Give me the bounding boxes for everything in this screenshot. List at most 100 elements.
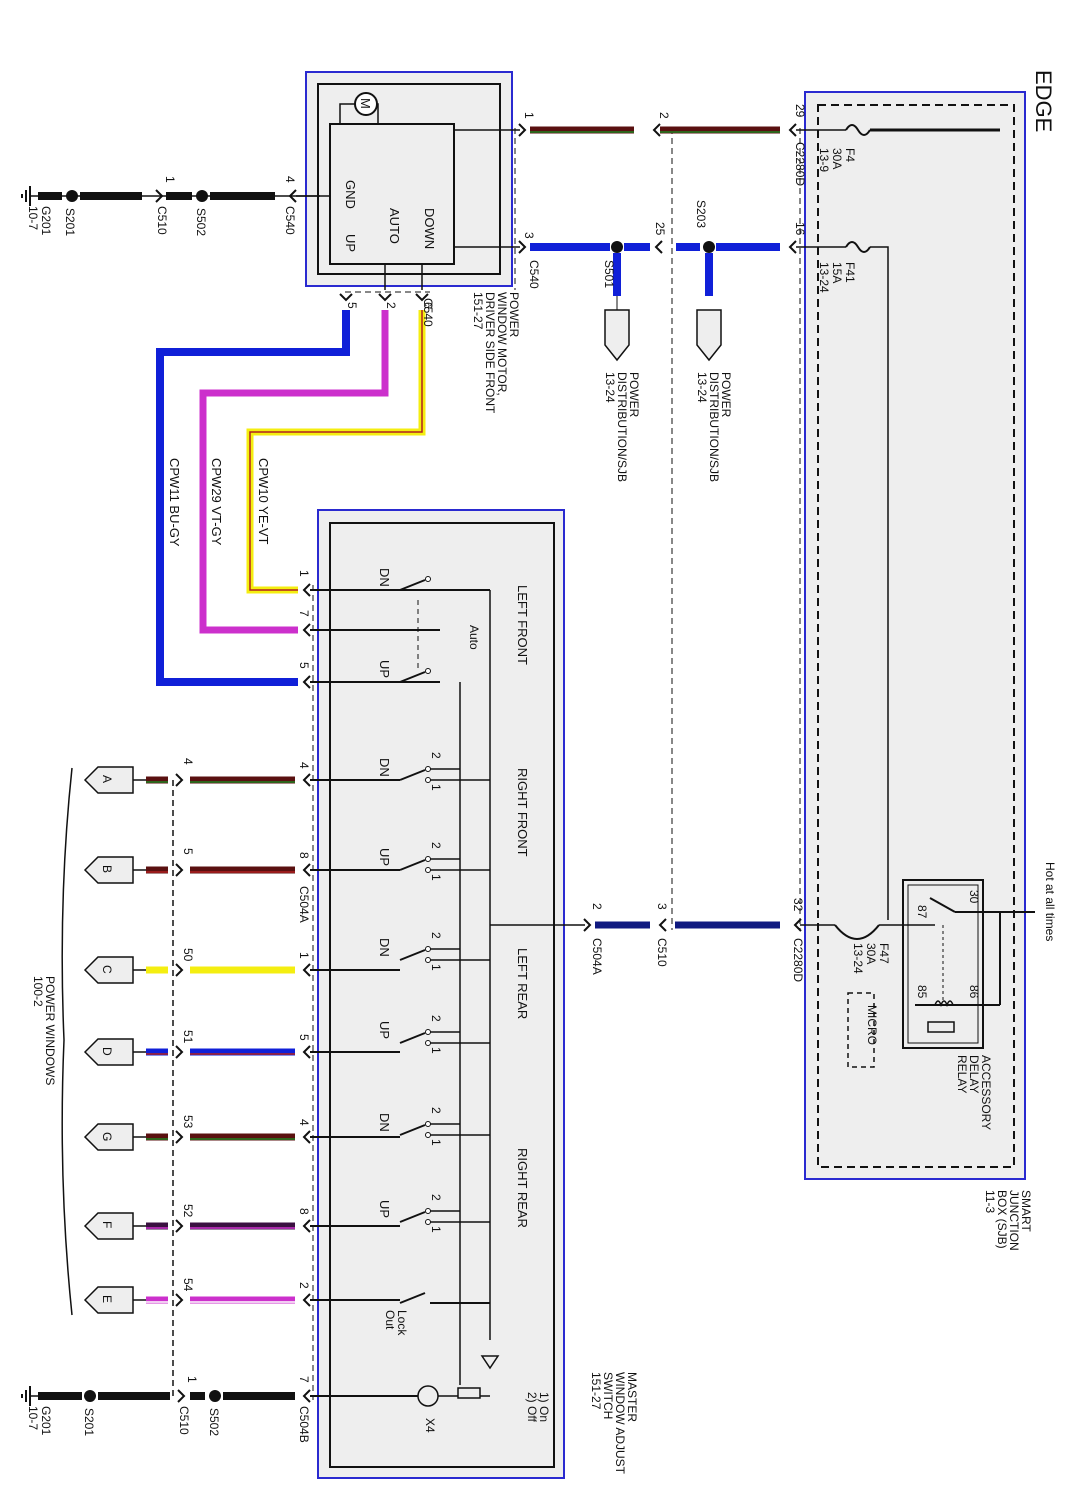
connector-arrow: [378, 293, 392, 302]
connector-arrow: [658, 918, 667, 932]
ground-label: 10-7: [26, 1406, 40, 1430]
connector-arrow: [302, 963, 311, 977]
page-ref-connector-icon: [83, 1286, 134, 1314]
page-ref-connector-icon: [83, 1123, 134, 1151]
pin-label: 7: [297, 610, 311, 617]
pin-label: 1: [185, 1376, 199, 1383]
splice-dot: [209, 1390, 221, 1402]
sjb-name: JUNCTION: [1007, 1190, 1021, 1251]
connector-arrow: [175, 1219, 184, 1233]
power-distribution-label: DISTRIBUTION/SJB: [707, 372, 721, 482]
connector-arrow: [339, 293, 353, 302]
lamp-state-label: 1) On: [537, 1392, 551, 1422]
wires: [21, 126, 1035, 1406]
motor-inner-box: [317, 83, 501, 275]
power-distribution-label: 13-24: [603, 372, 617, 403]
lamp-led-icon: [417, 1385, 439, 1407]
contact-terminal: [425, 946, 431, 952]
connector-arrow: [177, 1389, 186, 1403]
pin-name-gnd: GND: [343, 180, 358, 209]
connector-label: C540: [421, 298, 435, 327]
power-distribution-label: POWER: [719, 372, 733, 418]
power-distribution-label: POWER: [627, 372, 641, 418]
wire-cpw29-label: CPW29 VT-GY: [209, 458, 224, 546]
connector-arrow: [415, 293, 429, 302]
master-switch-name: MASTER: [625, 1372, 639, 1422]
splice-label: S203: [694, 200, 708, 228]
master-switch-box: [317, 509, 565, 1479]
switch-direction-label: UP: [377, 660, 392, 678]
connector-arrow: [583, 918, 592, 932]
symbols: [61, 92, 956, 1407]
section-right-rear: RIGHT REAR: [515, 1148, 530, 1228]
page-ref-connector-icon: [83, 956, 134, 984]
contact-terminal: [425, 1132, 431, 1138]
relay-pin-label: 85: [915, 985, 929, 999]
connector-arrow: [302, 583, 311, 597]
wire-cpw11: [156, 310, 350, 686]
fuse-f4-label: 30A: [830, 148, 844, 169]
lockout-label: Lock: [395, 1310, 409, 1336]
lockout-label: Out: [383, 1310, 397, 1330]
page-ref-letter: A: [100, 775, 114, 783]
connector-label: C2280D: [793, 142, 807, 186]
section-right-front: RIGHT FRONT: [515, 768, 530, 857]
pin-name-auto: AUTO: [387, 208, 402, 244]
connector-label: C504A: [297, 886, 311, 923]
connector-label: C510: [655, 938, 669, 967]
connector-label: C2280D: [791, 938, 805, 982]
contact-terminal: [425, 1029, 431, 1035]
page-ref-connector-icon: [83, 1038, 134, 1066]
pin-label: 2: [384, 302, 398, 309]
pin-label: 5: [181, 848, 195, 855]
connector-label: C510: [177, 1406, 191, 1435]
connector-label: C540: [283, 206, 297, 235]
contact-label: 2: [429, 1015, 443, 1022]
sjb-name: SMART: [1019, 1190, 1033, 1232]
pin-label: 52: [181, 1204, 195, 1218]
splice-label: S501: [602, 260, 616, 288]
switch-contact-icon: [399, 1124, 426, 1136]
connector-arrow: [518, 123, 527, 137]
contact-label: 1: [429, 784, 443, 791]
pin-label: 54: [181, 1278, 195, 1292]
switch-direction-label: DN: [377, 568, 392, 587]
brace-icon: [61, 767, 73, 1316]
power-distribution-ref-icon: [696, 309, 722, 362]
splice-dot-s203: [703, 241, 715, 253]
master-switch-inner: [329, 522, 555, 1468]
master-switch-name: WINDOW ADJUST: [613, 1372, 627, 1475]
contact-label: 2: [429, 842, 443, 849]
connector-arrow: [793, 918, 802, 932]
page-ref-letter: G: [100, 1132, 114, 1141]
diode-icon: [480, 1355, 500, 1370]
contact-label: 1: [429, 1226, 443, 1233]
pin-name-up: UP: [343, 234, 358, 252]
power-windows-ref-label: POWER WINDOWS: [43, 976, 57, 1085]
motor-module-name: DRIVER SIDE FRONT: [483, 292, 497, 414]
power-distribution-label: 13-24: [695, 372, 709, 403]
ground-label: G201: [39, 206, 53, 236]
page-ref-letter: E: [100, 1295, 114, 1303]
pin-label: 4: [297, 1119, 311, 1126]
auto-label: Auto: [467, 625, 481, 650]
splice-label: S502: [194, 208, 208, 236]
pin-label: 16: [793, 222, 807, 236]
pin-label: 4: [283, 176, 297, 183]
contact-terminal: [425, 856, 431, 862]
wire-cpw29: [199, 310, 389, 634]
connector-label: C540: [527, 260, 541, 289]
sjb-name: 11-3: [983, 1190, 997, 1213]
pin-label: 5: [297, 662, 311, 669]
power-distribution-label: DISTRIBUTION/SJB: [615, 372, 629, 482]
pin-label: 2: [657, 112, 671, 119]
connector-arrow: [518, 240, 527, 254]
contact-label: 1: [429, 1139, 443, 1146]
fuse-f41-label: 13-24: [817, 262, 831, 293]
lockout-switch-icon: [399, 1292, 426, 1304]
fuse-f47-label: 13-24: [851, 943, 865, 974]
contact-terminal: [425, 867, 431, 873]
fuse-f4-icon: [845, 124, 871, 136]
relay-pin-label: 30: [967, 890, 981, 904]
connector-arrow: [155, 189, 164, 203]
